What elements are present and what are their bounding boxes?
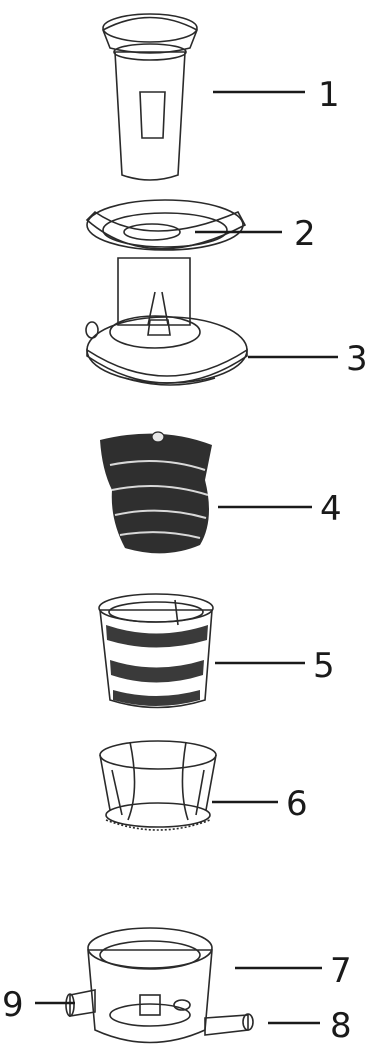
- juice-spout-illustration: [205, 1014, 253, 1035]
- part-number-7: 7: [330, 951, 352, 991]
- part-number-1: 1: [318, 75, 340, 115]
- juicing-screen-illustration: [99, 594, 213, 708]
- rotating-brush-illustration: [100, 741, 216, 830]
- part-number-6: 6: [286, 784, 308, 824]
- part-number-5: 5: [313, 646, 335, 686]
- pusher-illustration: [103, 14, 197, 180]
- part-number-8: 8: [330, 1006, 352, 1046]
- part-number-9: 9: [2, 985, 24, 1025]
- juicing-drum-illustration: [88, 928, 212, 1043]
- auger-illustration: [100, 432, 212, 553]
- part-number-2: 2: [294, 214, 316, 254]
- hopper-illustration: [87, 200, 245, 250]
- drum-lid-illustration: [86, 258, 247, 385]
- part-number-4: 4: [320, 489, 342, 529]
- part-number-3: 3: [346, 339, 368, 379]
